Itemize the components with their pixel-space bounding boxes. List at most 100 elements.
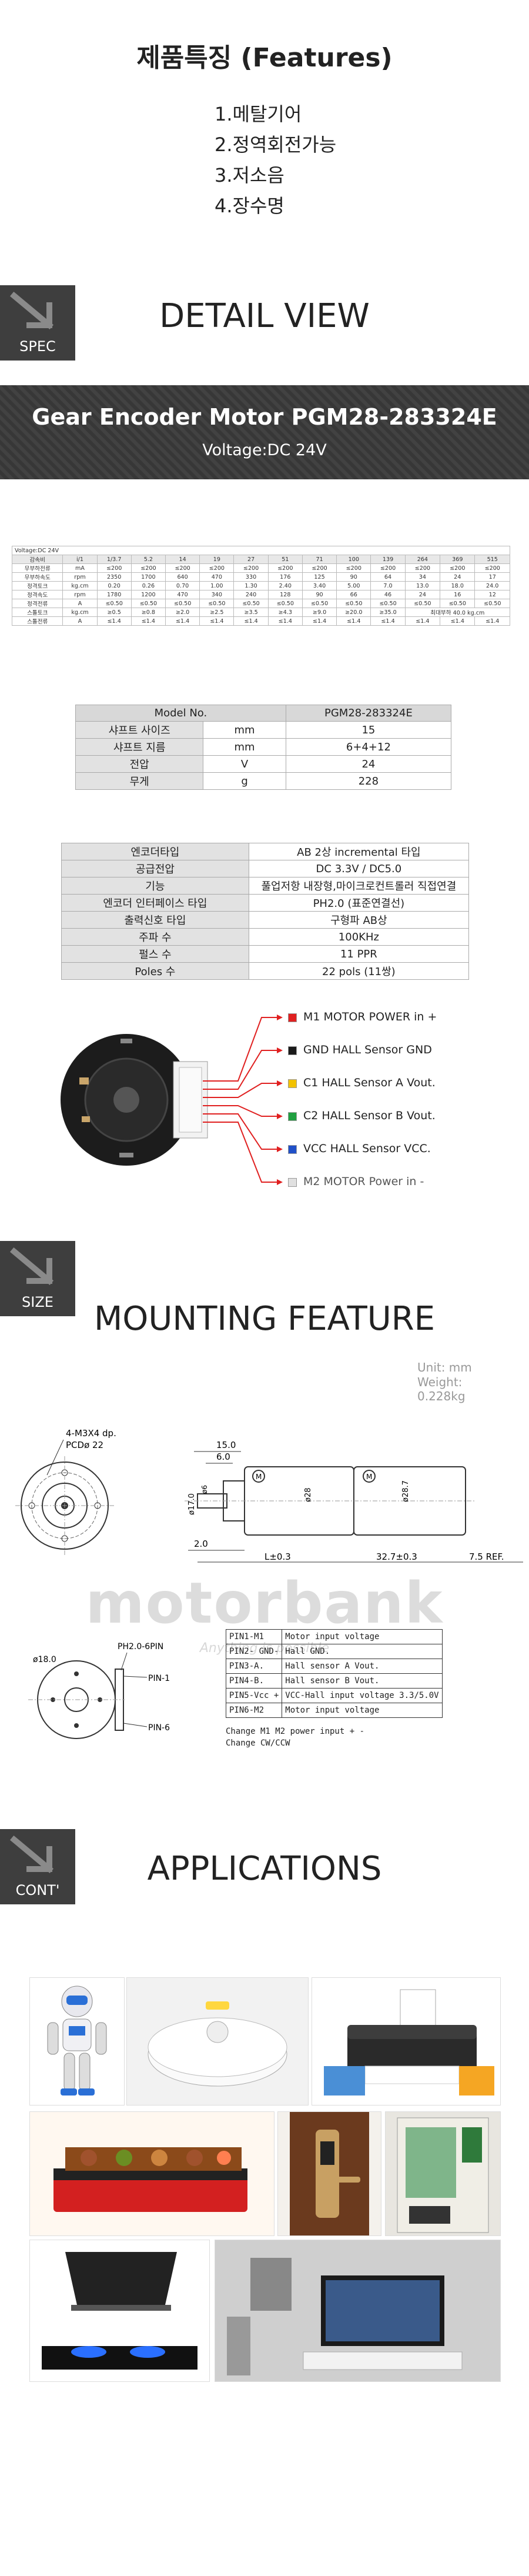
- arrow-head-icon: [277, 1080, 283, 1086]
- spec-cell: 34: [404, 572, 441, 582]
- spec-cell: ≤0.50: [336, 599, 371, 608]
- robot-photo: [29, 1977, 125, 2105]
- dim-15: 15.0: [216, 1440, 236, 1450]
- encoder-cell: 출력신호 타입: [61, 911, 249, 929]
- spec-cell: ≤0.50: [474, 599, 510, 608]
- model-cell: 6+4+12: [285, 738, 452, 756]
- spec-cell: 0.26: [130, 581, 166, 590]
- model-cell: 15: [285, 721, 452, 739]
- spec-cell: 12: [474, 590, 510, 599]
- model-cell: 무게: [75, 772, 204, 790]
- spec-cell: ≤1.4: [336, 616, 371, 626]
- spec-cell: 240: [233, 590, 269, 599]
- vending-machine-icon: [397, 2117, 489, 2233]
- spec-cell: 정격토크: [11, 581, 63, 590]
- range-hood-icon: [42, 2252, 197, 2370]
- pin-row: PIN4-B.Hall sensor B Vout.: [225, 1673, 443, 1689]
- encoder-cell: 구형파 AB상: [248, 911, 470, 929]
- wire-label: C1 HALL Sensor A Vout.: [303, 1076, 436, 1089]
- encoder-cell: DC 3.3V / DC5.0: [248, 860, 470, 877]
- spec-cell: 무부하전류: [11, 563, 63, 573]
- spec-cell: ≤200: [440, 563, 476, 573]
- spec-cell: 24: [440, 572, 476, 582]
- wire-line: [203, 1083, 277, 1098]
- spec-cell: 스톨토크: [11, 608, 63, 617]
- spec-cell: 470: [165, 590, 200, 599]
- wire-color-swatch: [288, 1079, 297, 1088]
- wire-label: M1 MOTOR POWER in +: [303, 1010, 437, 1023]
- spec-cell: ≤1.4: [404, 616, 441, 626]
- arrow-head-icon: [277, 1179, 283, 1185]
- spec-cell: ≤1.4: [233, 616, 269, 626]
- weight-text: Weight: 0.228kg: [417, 1375, 466, 1403]
- model-cell: 전압: [75, 755, 204, 773]
- spec-cell: ≤0.50: [233, 599, 269, 608]
- robot-icon: [47, 1986, 107, 2095]
- spec-cell: ≤200: [130, 563, 166, 573]
- pin-note-2: Change CW/CCW: [226, 1739, 290, 1748]
- spec-cell: 90: [302, 590, 337, 599]
- spec-cell: mA: [62, 563, 98, 573]
- spec-cell: ≤1.4: [96, 616, 132, 626]
- spec-cell: 0.70: [165, 581, 200, 590]
- spec-cell: 3.40: [302, 581, 337, 590]
- spec-cell: ≤0.50: [440, 599, 476, 608]
- spec-cell: 정격전류: [11, 599, 63, 608]
- cont-tag: CONT': [0, 1829, 75, 1904]
- cont-tag-label: CONT': [15, 1882, 60, 1898]
- pin-row: PIN2- GND-Hall GND.: [225, 1644, 443, 1659]
- model-cell: 샤프트 지름: [75, 738, 204, 756]
- pin-cell: PIN1-M1: [225, 1629, 283, 1644]
- spec-cell: ≤200: [96, 563, 132, 573]
- dim-ref: 7.5 REF.: [469, 1551, 504, 1562]
- encoder-cell: AB 2상 incremental 타입: [248, 843, 470, 860]
- pin-row: PIN3-A.Hall sensor A Vout.: [225, 1659, 443, 1674]
- wire-color-swatch: [288, 1013, 297, 1022]
- spec-cell: ≤200: [233, 563, 269, 573]
- spec-header-cell: 5.2: [130, 555, 166, 564]
- encoder-cell: 공급전압: [61, 860, 249, 877]
- spec-cell: ≤1.4: [165, 616, 200, 626]
- pin-cell: Hall GND.: [282, 1644, 443, 1659]
- pin-cell: Hall sensor A Vout.: [282, 1659, 443, 1674]
- size-tag: SIZE: [0, 1241, 75, 1316]
- model-cell: 24: [285, 755, 452, 773]
- spec-cell: 128: [267, 590, 303, 599]
- spec-cell: A: [62, 599, 98, 608]
- model-header-cell: PGM28-283324E: [285, 705, 452, 722]
- spec-cell: rpm: [62, 572, 98, 582]
- door-lock-photo: [277, 2111, 381, 2236]
- robot-vacuum-icon: [148, 2001, 287, 2087]
- banner-subtitle: Voltage:DC 24V: [202, 441, 327, 459]
- arrow-head-icon: [277, 1015, 283, 1020]
- model-cell: mm: [203, 738, 286, 756]
- spec-tag-label: SPEC: [19, 338, 56, 355]
- spec-cell: 340: [199, 590, 235, 599]
- spec-cell: ≤0.50: [96, 599, 132, 608]
- pin-cell: PIN3-A.: [225, 1659, 283, 1674]
- model-cell: 샤프트 사이즈: [75, 721, 204, 739]
- spec-header-cell: 100: [336, 555, 371, 564]
- arrow-icon: [9, 1835, 54, 1874]
- encoder-board-diagram: [61, 1034, 208, 1166]
- dim-length: 32.7±0.3: [376, 1551, 417, 1562]
- spec-cell: 66: [336, 590, 371, 599]
- spec-cell: 2350: [96, 572, 132, 582]
- spec-cell: ≤200: [165, 563, 200, 573]
- tv-lift-photo: [215, 2240, 501, 2382]
- spec-cell: ≤200: [267, 563, 303, 573]
